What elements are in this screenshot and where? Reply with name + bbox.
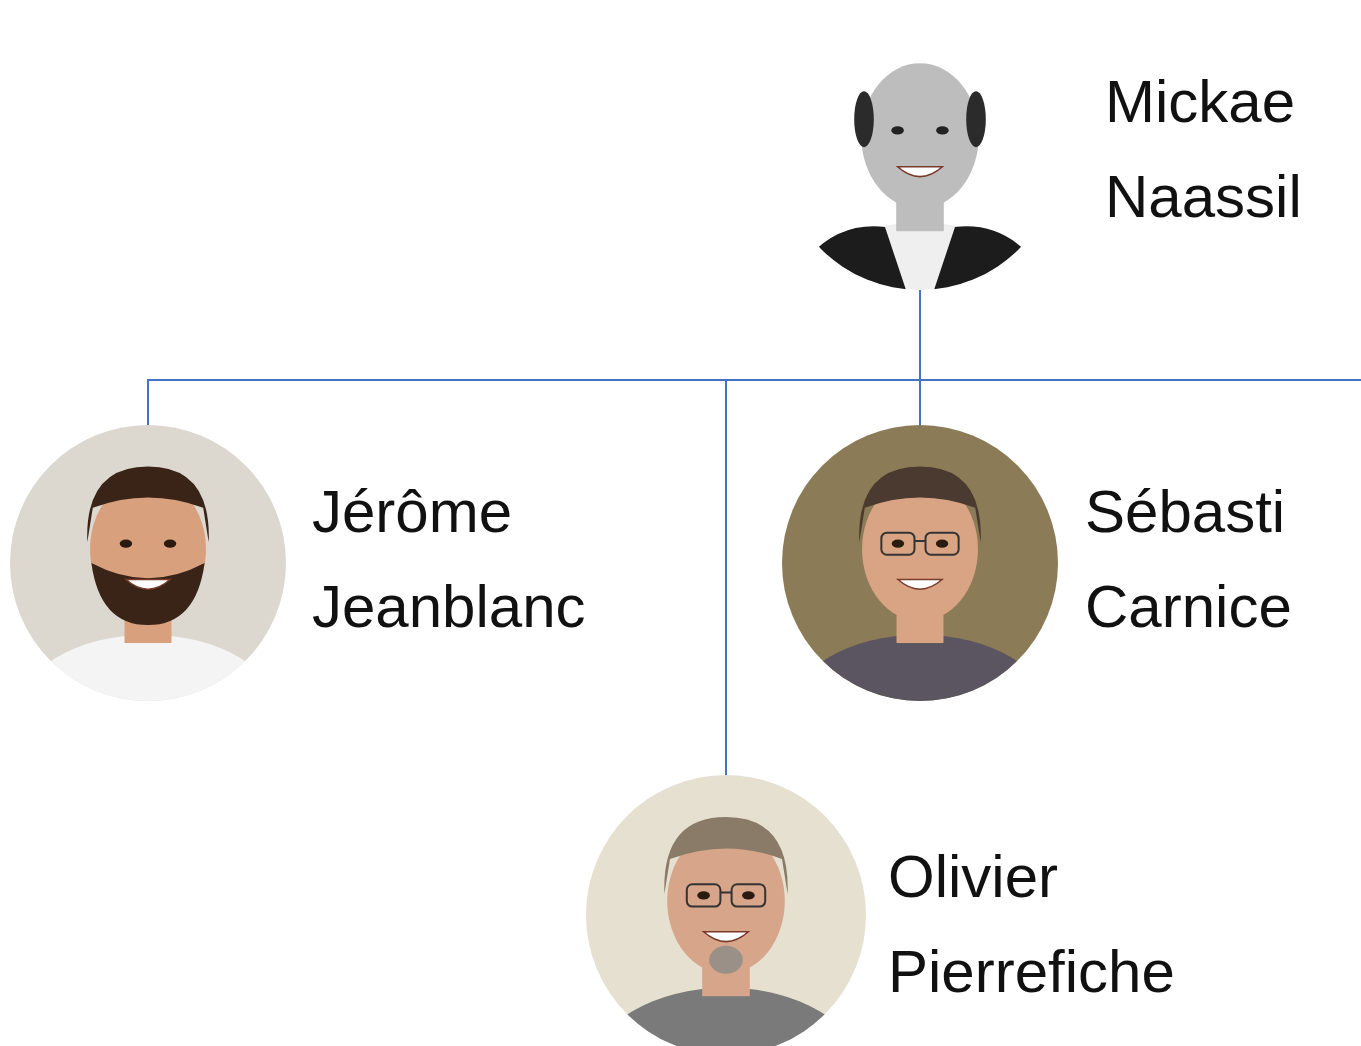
photo-eye (697, 891, 710, 899)
photo-group (782, 425, 1058, 795)
photo-hair (87, 466, 209, 542)
photo-shoulders (593, 988, 859, 1046)
photo-jacket (787, 226, 1053, 290)
photo-eye (936, 126, 949, 134)
person-name: Sébasti Carnice (1085, 464, 1292, 654)
photo-hair (966, 91, 986, 147)
org-connector (148, 290, 920, 425)
person-name: Jérôme Jeanblanc (312, 464, 586, 654)
portrait-photo (780, 10, 1060, 290)
photo-eye (742, 891, 755, 899)
photo-beard (91, 563, 204, 625)
photo-smile (898, 167, 943, 177)
photo-eye (164, 540, 176, 548)
person-node: Mickae Naassil (780, 10, 1306, 290)
person-node: Olivier Pierrefiche (586, 775, 1179, 1046)
photo-shoulders (789, 635, 1051, 795)
photo-group (10, 425, 286, 795)
portrait-photo (782, 425, 1058, 701)
photo-shoulders (17, 635, 279, 795)
photo-goatee (709, 946, 743, 974)
person-node: Jérôme Jeanblanc (10, 425, 590, 701)
photo-group (586, 775, 866, 1046)
photo-head (861, 63, 979, 209)
photo-shoulders (787, 223, 1053, 385)
photo-eye (891, 126, 904, 134)
photo-glasses-bridge (914, 540, 925, 542)
photo-smile (704, 932, 749, 942)
photo-hair (664, 817, 787, 894)
person-node: Sébasti Carnice (782, 425, 1296, 701)
portrait-photo (586, 775, 866, 1046)
photo-glasses (732, 884, 766, 906)
photo-hair (854, 91, 874, 147)
photo-smile (126, 580, 170, 590)
photo-group (780, 10, 1060, 385)
org-bus-line (920, 379, 1361, 381)
photo-smile (898, 580, 942, 590)
photo-eye (892, 540, 904, 548)
photo-eye (120, 540, 132, 548)
photo-eye (936, 540, 948, 548)
photo-glasses (881, 533, 914, 555)
photo-glasses (687, 884, 721, 906)
person-name: Olivier Pierrefiche (888, 829, 1175, 1019)
photo-glasses (926, 533, 959, 555)
photo-hair (859, 466, 981, 542)
photo-glasses-bridge (720, 892, 731, 894)
person-name: Mickae Naassil (1105, 54, 1302, 244)
portrait-photo (10, 425, 286, 701)
